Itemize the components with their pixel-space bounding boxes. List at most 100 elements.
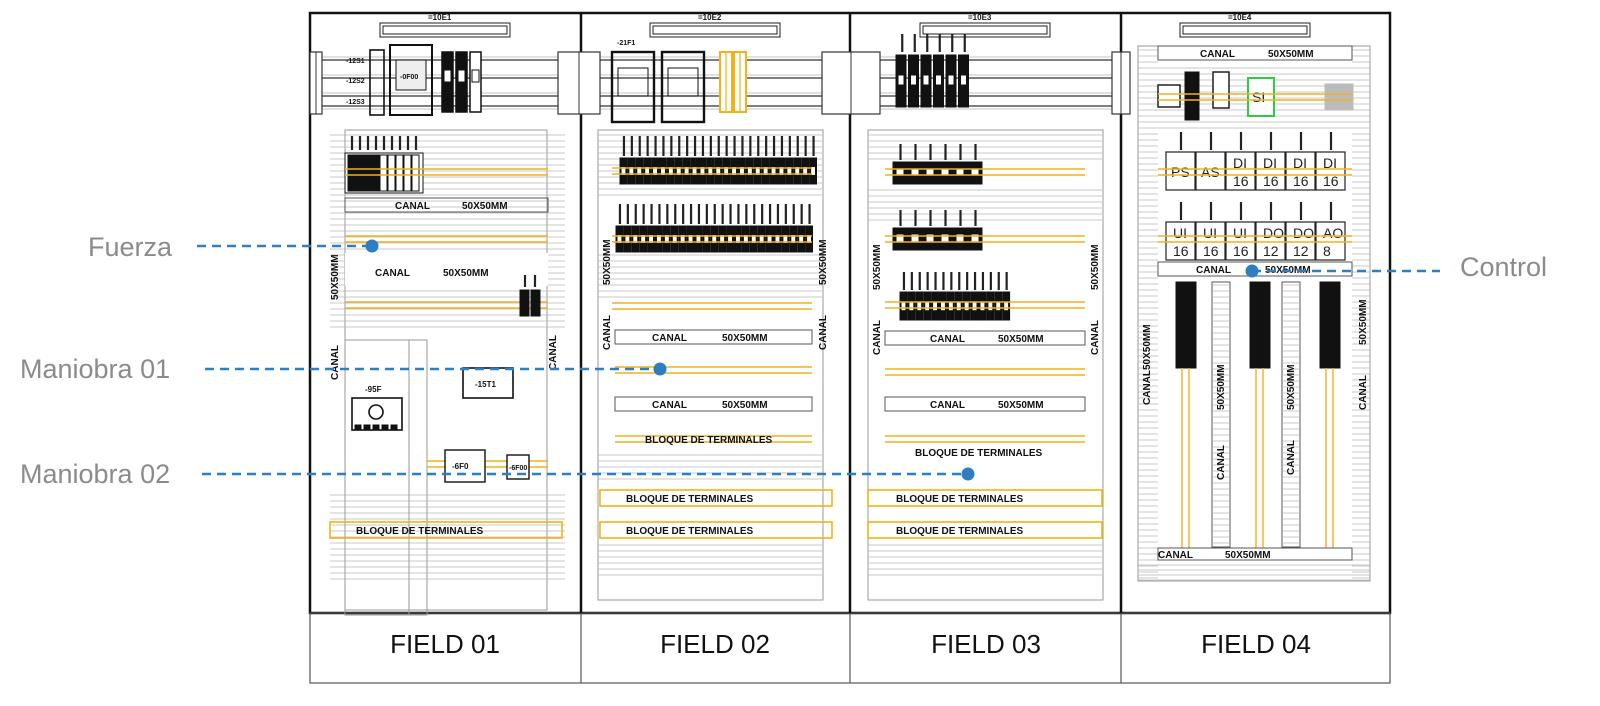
terminal-window [779,167,784,175]
main-breaker-window [395,59,427,91]
vertical-duct-label: CANAL [1286,440,1297,475]
terminal-window [696,235,701,243]
io-module-count: 16 [1233,173,1249,189]
name-plate-inner [652,25,778,35]
callout-control-dot [1245,264,1259,278]
terminal-window [704,235,709,243]
relay-led [926,168,934,176]
field-label-1: FIELD 01 [390,629,500,659]
name-plate [649,22,781,38]
io-module-count: 16 [1323,173,1339,189]
terminal-window [680,235,685,243]
duct-size-label: 50X50MM [722,333,768,344]
canal-label: CANAL [930,400,965,411]
canal-mask [345,253,548,286]
terminal-window [629,167,634,175]
mcb-module [355,154,364,192]
vertical-duct-label: CANAL [818,315,829,350]
terminal-window [712,235,717,243]
fuse-holder-window [910,74,917,86]
mounting-plate [867,129,1104,601]
field-label-3: FIELD 03 [931,629,1041,659]
callout-fuerza-dot [365,239,379,253]
terminal-window [747,167,752,175]
terminal-window [807,235,811,243]
io-module-count: 12 [1263,243,1279,259]
io-module-name: DI [1263,155,1277,171]
callout-control-label: Control [1460,252,1547,282]
device [1212,71,1230,109]
cable-bundle [1175,281,1197,369]
canal-label: CANAL [652,400,687,411]
terminal-window [692,167,697,175]
mcb-module [395,154,404,192]
terminal-window [633,235,638,243]
name-plate [919,22,1051,38]
field-label-4: FIELD 04 [1201,629,1311,659]
relay-led [971,168,979,176]
mcb-module [403,154,412,192]
mounting-plate [597,129,824,601]
wire-duct [344,197,549,213]
io-module-name: DO [1263,225,1284,241]
relay-led [941,234,949,242]
io-module [1315,151,1346,191]
wire-duct [614,396,813,412]
terminal-window [811,167,815,175]
terminal-window [933,301,937,311]
io-module [1225,151,1256,191]
drive-terminal [381,424,389,431]
terminal-window [948,301,953,311]
fuse-holder-window [922,74,930,86]
terminal-window [617,235,622,243]
terminal-block-label: BLOQUE DE TERMINALES [645,435,773,446]
main-breaker [389,44,433,116]
canal-label: CANAL [652,333,687,344]
cabinet-base: =10E1=10E2=10E3=10E4 [308,11,1392,684]
terminal-window [759,235,764,243]
fuse-holder-window [897,74,905,86]
vertical-duct-label: 50X50MM [1142,324,1153,370]
io-module [1165,221,1196,261]
contactor-window [617,67,649,97]
terminal-block-box [867,489,1103,507]
fuse-holder-window [960,74,967,86]
field-label-2: FIELD 02 [660,629,770,659]
terminal-window [621,167,626,175]
vertical-duct-label: CANAL [548,335,559,370]
terminal-window [996,301,1001,311]
terminal-window [763,167,768,175]
terminal-window [668,167,673,175]
mcb-module [347,154,356,192]
terminal-window [783,235,788,243]
terminal-window [649,235,653,243]
breaker-label: -6F0 [452,462,469,471]
terminal-block-label: BLOQUE DE TERMINALES [915,448,1043,459]
safety-module [1247,77,1275,117]
terminal-window [672,235,677,243]
canal-label: CANAL [1158,550,1193,561]
mcb-module [411,154,420,192]
relay-led [911,234,919,242]
io-module [1255,221,1286,261]
terminal-window [664,235,669,243]
wire-duct [614,329,813,345]
cable-bundle [1319,281,1341,369]
terminal-window [641,235,646,243]
io-module-name: UI [1233,225,1247,241]
callout-fuerza-label: Fuerza [88,232,173,262]
terminal-window [724,167,729,175]
callout-maniobra-01-label: Maniobra 01 [20,354,170,384]
io-module-count: 16 [1263,173,1279,189]
terminal-block-box [599,521,833,539]
relay-led [971,234,979,242]
relay-led [896,168,904,176]
drive-terminal [372,424,380,431]
fuse-holder-window [443,69,452,83]
terminal-window [728,235,732,243]
vertical-duct-label: 50X50MM [818,239,829,285]
fuse-holder-window [471,69,480,83]
io-module-count: 16 [1233,243,1249,259]
mcb-module [363,154,372,192]
vertical-duct-label: CANAL [602,315,613,350]
